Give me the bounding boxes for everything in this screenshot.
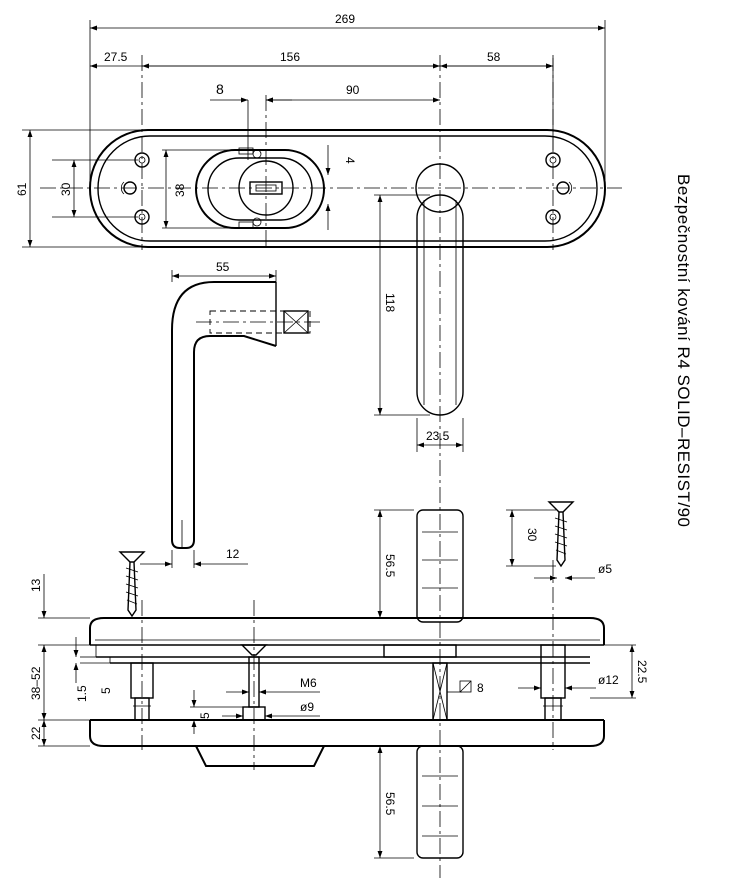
dim-text-knob-length-top: 56.5: [383, 554, 397, 578]
dimension-knob-bottom: 56.5: [374, 746, 414, 859]
dim-text-cylinder-to-handle: 90: [346, 83, 360, 97]
screw-holes-left: [120, 152, 150, 225]
dim-text-handle-grip: 12: [226, 547, 240, 561]
dim-text-screw-vertical: 30: [59, 182, 73, 196]
screw-right: [547, 501, 575, 568]
dim-text-spindle-square: 8: [477, 681, 484, 695]
dim-text-screw-length: 30: [525, 528, 539, 542]
dim-text-screw-diameter: ø5: [598, 562, 612, 576]
dim-text-gap-five-left: 5: [99, 687, 113, 694]
cylinder-cover: [195, 147, 325, 229]
dim-text-handle-length: 118: [383, 293, 397, 312]
dim-text-bushing-height: 22.5: [635, 660, 649, 684]
dim-text-bolt-diameter: ø9: [300, 700, 314, 714]
dimension-middle-bolt: 5 M6 ø9: [190, 676, 320, 734]
dimension-row-2: 27.5 156 58: [90, 50, 554, 150]
dim-text-cylinder-margin: 4: [343, 157, 357, 164]
dim-text-plate-thickness: 13: [29, 578, 43, 592]
dim-text-cylinder-offset: 8: [216, 81, 224, 97]
dim-text-handle-width: 23.5: [426, 429, 450, 443]
drawing-title: Bezpečnostní kování R4 SOLID–RESIST/90: [674, 174, 693, 528]
dim-text-back-plate: 22: [29, 726, 43, 740]
dimension-handle-length: 118 23.5: [374, 194, 464, 452]
section-view-assembly: [89, 509, 605, 859]
dim-text-plate-height: 61: [15, 182, 29, 196]
handle-top-view: [415, 163, 465, 416]
dim-text-left-offset: 27.5: [104, 50, 128, 64]
dimension-knob-top: 56.5: [374, 509, 414, 618]
dim-text-cylinder-height: 38: [173, 183, 187, 197]
dim-text-screw-spacing: 156: [280, 50, 300, 64]
dimension-overall-length: 269: [89, 12, 606, 180]
dimension-spindle: 8: [447, 680, 484, 695]
dimension-plate-height: 61 30 38 4: [15, 129, 357, 248]
dimension-bushing: ø12 22.5: [518, 644, 649, 699]
dim-text-overall-length: 269: [335, 12, 355, 26]
screw-left: [118, 551, 146, 618]
handle-side-view: 55 12: [140, 260, 324, 568]
dim-text-bushing-diameter: ø12: [598, 673, 619, 687]
dim-text-right-offset: 58: [487, 50, 501, 64]
dimension-left-stack: 13 38–52 22 1.5 5: [29, 574, 113, 747]
dim-text-door-thickness: 38–52: [29, 666, 43, 700]
dimension-screw-right: 30 ø5: [506, 509, 612, 581]
escutcheon-plate-front-view: [40, 55, 622, 878]
dim-text-bolt-thread: M6: [300, 676, 317, 690]
dim-text-knob-length-bottom: 56.5: [383, 792, 397, 816]
screw-holes-right: [545, 152, 573, 225]
dim-text-gap-small: 1.5: [75, 685, 89, 702]
dim-text-gap-five-mid: 5: [198, 712, 212, 719]
dimension-cylinder: 8 90: [210, 81, 440, 160]
dim-text-handle-reach: 55: [216, 260, 230, 274]
